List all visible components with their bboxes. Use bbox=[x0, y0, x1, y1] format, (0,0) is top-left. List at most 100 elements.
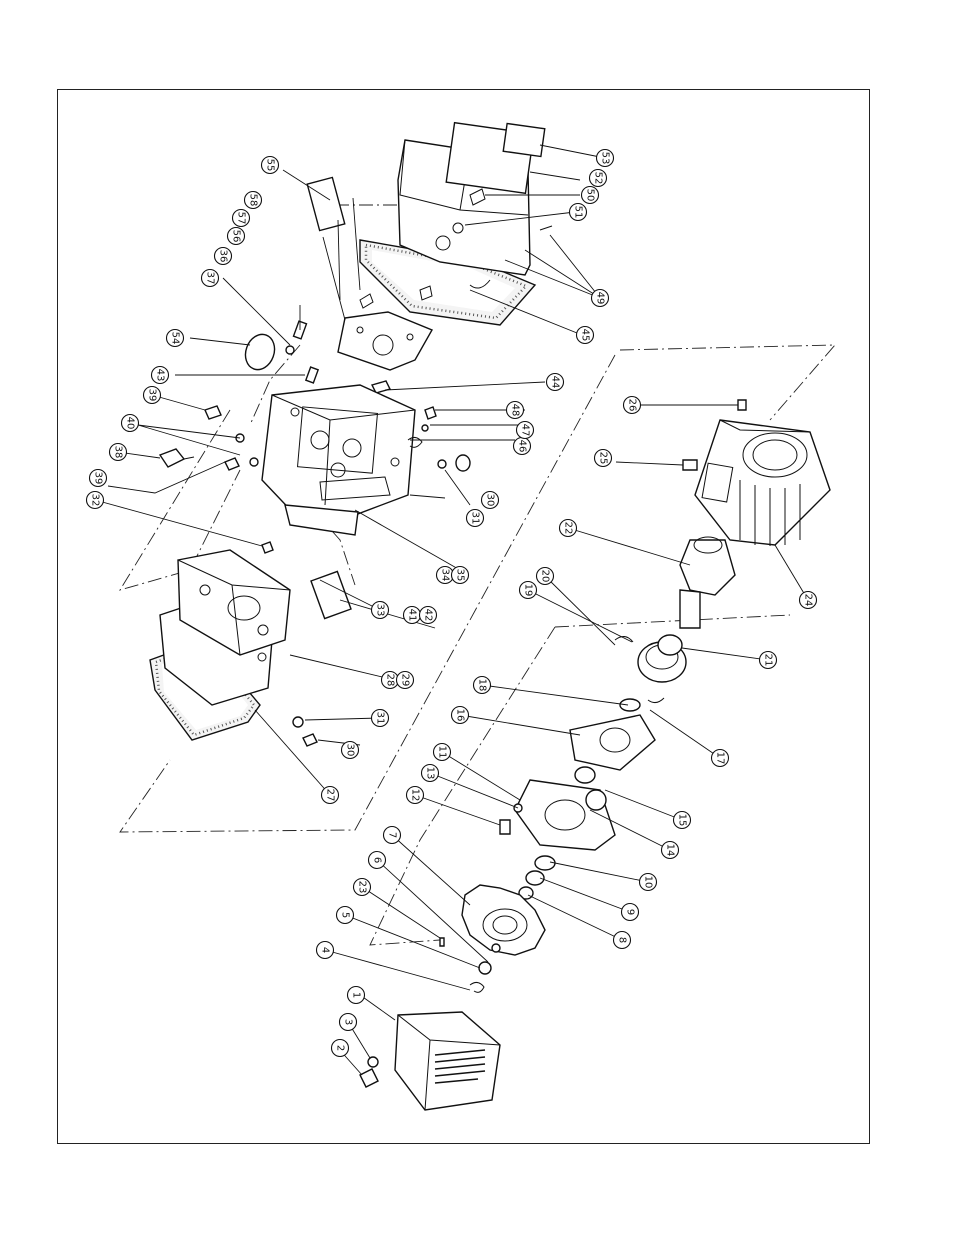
callout-1: 1 bbox=[348, 987, 365, 1004]
callout-18: 18 bbox=[474, 677, 491, 694]
callout-53: 53 bbox=[597, 150, 614, 167]
main-housing bbox=[262, 385, 415, 535]
callout-43: 43 bbox=[152, 367, 169, 384]
svg-text:1: 1 bbox=[351, 992, 362, 998]
svg-text:52: 52 bbox=[593, 172, 604, 185]
callout-15: 15 bbox=[674, 812, 691, 829]
svg-text:4: 4 bbox=[320, 947, 331, 953]
svg-text:47: 47 bbox=[520, 424, 531, 437]
svg-text:5: 5 bbox=[340, 912, 351, 918]
svg-text:38: 38 bbox=[113, 446, 124, 459]
callout-50: 50 bbox=[582, 187, 599, 204]
motor-housing bbox=[683, 400, 830, 546]
callout-25: 25 bbox=[595, 450, 612, 467]
svg-text:17: 17 bbox=[715, 752, 726, 765]
svg-text:31: 31 bbox=[470, 512, 481, 525]
callout-52: 52 bbox=[590, 170, 607, 187]
callout-58: 58 bbox=[245, 192, 262, 209]
callout-41: 41 bbox=[404, 607, 421, 624]
svg-text:55: 55 bbox=[265, 159, 276, 172]
callout-30: 30 bbox=[342, 742, 359, 759]
top-cover bbox=[307, 123, 552, 325]
callout-33: 33 bbox=[372, 602, 389, 619]
svg-text:2: 2 bbox=[335, 1045, 346, 1051]
callout-29: 29 bbox=[397, 672, 414, 689]
lower-housing bbox=[150, 550, 317, 746]
callout-20: 20 bbox=[537, 568, 554, 585]
svg-text:45: 45 bbox=[580, 329, 591, 342]
svg-text:18: 18 bbox=[477, 679, 488, 692]
callout-22: 22 bbox=[560, 520, 577, 537]
callout-4: 4 bbox=[317, 942, 334, 959]
callout-32: 32 bbox=[87, 492, 104, 509]
svg-text:48: 48 bbox=[510, 404, 521, 417]
svg-text:57: 57 bbox=[236, 212, 247, 225]
svg-text:16: 16 bbox=[455, 709, 466, 722]
svg-text:25: 25 bbox=[598, 452, 609, 465]
label-plate bbox=[311, 571, 351, 618]
callout-26: 26 bbox=[624, 397, 641, 414]
callout-51: 51 bbox=[570, 204, 587, 221]
svg-text:22: 22 bbox=[563, 522, 574, 535]
svg-text:29: 29 bbox=[400, 674, 411, 687]
svg-text:6: 6 bbox=[372, 857, 383, 863]
svg-text:7: 7 bbox=[387, 832, 398, 838]
svg-text:41: 41 bbox=[407, 609, 418, 622]
callout-36: 36 bbox=[215, 248, 232, 265]
callout-38: 38 bbox=[110, 444, 127, 461]
svg-text:20: 20 bbox=[540, 570, 551, 583]
svg-text:56: 56 bbox=[231, 230, 242, 243]
svg-text:26: 26 bbox=[627, 399, 638, 412]
svg-text:28: 28 bbox=[385, 674, 396, 687]
callout-40: 40 bbox=[122, 415, 139, 432]
callout-12: 12 bbox=[407, 787, 424, 804]
callout-55: 55 bbox=[262, 157, 279, 174]
svg-text:50: 50 bbox=[585, 189, 596, 202]
callout-13: 13 bbox=[422, 765, 439, 782]
callout-2: 2 bbox=[332, 1040, 349, 1057]
callout-27: 27 bbox=[322, 787, 339, 804]
callout-24: 24 bbox=[800, 592, 817, 609]
callout-46: 46 bbox=[514, 438, 531, 455]
svg-text:21: 21 bbox=[763, 654, 774, 667]
clutch-parts bbox=[570, 635, 686, 783]
svg-text:15: 15 bbox=[677, 814, 688, 827]
callout-30: 30 bbox=[482, 492, 499, 509]
svg-text:27: 27 bbox=[325, 789, 336, 802]
callout-39: 39 bbox=[144, 387, 161, 404]
callout-42: 42 bbox=[420, 607, 437, 624]
svg-text:30: 30 bbox=[345, 744, 356, 757]
svg-text:13: 13 bbox=[425, 767, 436, 780]
svg-text:37: 37 bbox=[205, 272, 216, 285]
callout-23: 23 bbox=[354, 879, 371, 896]
svg-text:53: 53 bbox=[600, 152, 611, 165]
callout-45: 45 bbox=[577, 327, 594, 344]
callout-8: 8 bbox=[614, 932, 631, 949]
svg-text:11: 11 bbox=[437, 746, 448, 759]
callout-11: 11 bbox=[434, 744, 451, 761]
bottom-cover bbox=[395, 1012, 500, 1110]
callout-10: 10 bbox=[640, 874, 657, 891]
callout-56: 56 bbox=[228, 228, 245, 245]
callout-16: 16 bbox=[452, 707, 469, 724]
svg-text:34: 34 bbox=[440, 569, 451, 582]
svg-text:10: 10 bbox=[643, 876, 654, 889]
svg-text:46: 46 bbox=[517, 440, 528, 453]
callout-3: 3 bbox=[340, 1014, 357, 1031]
svg-text:33: 33 bbox=[375, 604, 386, 617]
svg-text:35: 35 bbox=[455, 569, 466, 582]
callout-7: 7 bbox=[384, 827, 401, 844]
svg-text:42: 42 bbox=[423, 609, 434, 622]
svg-text:24: 24 bbox=[803, 594, 814, 607]
callout-57: 57 bbox=[233, 210, 250, 227]
svg-text:44: 44 bbox=[550, 376, 561, 389]
callout-6: 6 bbox=[369, 852, 386, 869]
svg-text:39: 39 bbox=[93, 472, 104, 485]
svg-text:30: 30 bbox=[485, 494, 496, 507]
motor-shaft bbox=[680, 537, 735, 628]
cover-plate bbox=[503, 123, 545, 156]
svg-text:51: 51 bbox=[573, 206, 584, 219]
svg-text:31: 31 bbox=[375, 712, 386, 725]
callout-44: 44 bbox=[547, 374, 564, 391]
